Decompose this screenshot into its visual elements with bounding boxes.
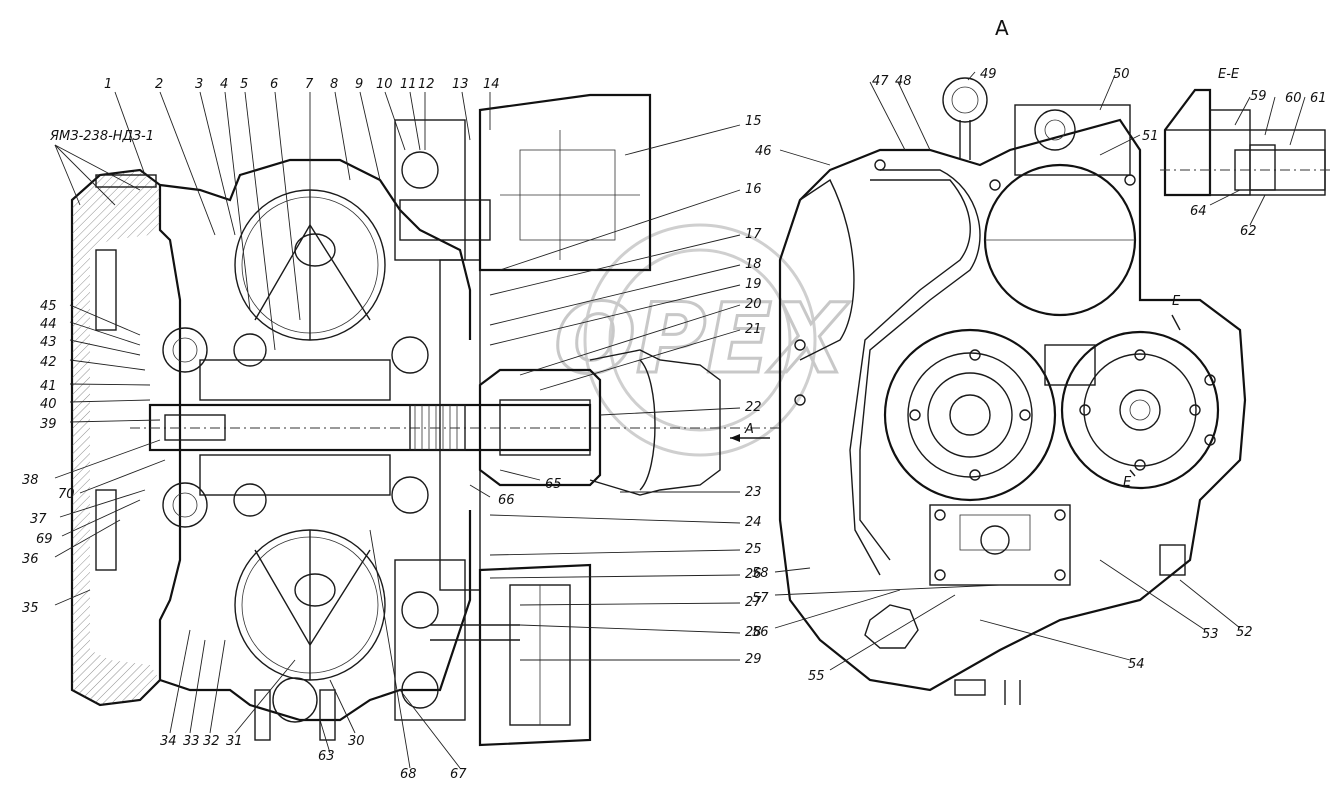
- callout-60: 60: [1285, 91, 1302, 106]
- callout-28: 28: [745, 625, 762, 640]
- callout-19: 19: [745, 277, 762, 292]
- callout-56: 56: [752, 625, 769, 640]
- callout-26: 26: [745, 567, 762, 582]
- model-label: ЯМЗ-238-НДЗ-1: [49, 129, 154, 144]
- callout-58: 58: [752, 566, 769, 581]
- section-e-e-label: Е-Е: [1218, 67, 1240, 82]
- callout-66: 66: [498, 493, 515, 508]
- callout-57: 57: [752, 591, 769, 606]
- callout-36: 36: [22, 552, 39, 567]
- callout-10: 10: [376, 77, 393, 92]
- callout-21: 21: [745, 322, 762, 337]
- callout-20: 20: [745, 297, 762, 312]
- section-mark-bottom: Е: [1123, 475, 1132, 490]
- callout-37: 37: [30, 512, 47, 527]
- sectional-view: А: [70, 93, 780, 747]
- section-mark-top: Е: [1172, 294, 1181, 309]
- callout-7: 7: [305, 77, 314, 92]
- callout-33: 33: [183, 734, 200, 749]
- callout-46: 46: [755, 144, 772, 159]
- callout-15: 15: [745, 114, 762, 129]
- callout-51: 51: [1142, 129, 1159, 144]
- callout-48: 48: [895, 74, 912, 89]
- callout-65: 65: [545, 477, 562, 492]
- callout-27: 27: [745, 595, 762, 610]
- view-a: Е Е: [778, 77, 1247, 705]
- callout-24: 24: [745, 515, 762, 530]
- callout-29: 29: [745, 652, 762, 667]
- callout-34: 34: [160, 734, 177, 749]
- callout-62: 62: [1240, 224, 1257, 239]
- callout-52: 52: [1236, 625, 1253, 640]
- callout-32: 32: [203, 734, 220, 749]
- callout-55: 55: [808, 669, 825, 684]
- callout-49: 49: [980, 67, 997, 82]
- callout-40: 40: [40, 397, 57, 412]
- callout-12: 12: [418, 77, 435, 92]
- callout-16: 16: [745, 182, 762, 197]
- callout-18: 18: [745, 257, 762, 272]
- callout-14: 14: [483, 77, 500, 92]
- callout-17: 17: [745, 227, 762, 242]
- callout-67: 67: [450, 767, 467, 782]
- callout-8: 8: [330, 77, 338, 92]
- callout-41: 41: [40, 379, 57, 394]
- callout-63: 63: [318, 749, 335, 764]
- watermark-gear-logo: OPEX: [553, 223, 851, 457]
- callout-70: 70: [58, 487, 75, 502]
- callout-labels: 1 2 3 4 5 6 7 8 9 10 11 12 13 14 15 16 1…: [22, 67, 1327, 782]
- view-title: А: [995, 16, 1009, 40]
- callout-47: 47: [872, 74, 889, 89]
- callout-35: 35: [22, 601, 39, 616]
- callout-59: 59: [1250, 89, 1267, 104]
- callout-11: 11: [400, 77, 417, 92]
- callout-38: 38: [22, 473, 39, 488]
- callout-13: 13: [452, 77, 469, 92]
- callout-64: 64: [1190, 204, 1207, 219]
- callout-30: 30: [348, 734, 365, 749]
- callout-23: 23: [745, 485, 762, 500]
- leader-lines: [54, 71, 1306, 769]
- callout-3: 3: [195, 77, 203, 92]
- callout-42: 42: [40, 355, 57, 370]
- callout-6: 6: [270, 77, 278, 92]
- callout-25: 25: [745, 542, 762, 557]
- callout-4: 4: [220, 77, 228, 92]
- callout-50: 50: [1113, 67, 1130, 82]
- callout-9: 9: [355, 77, 363, 92]
- watermark-text: OPEX: [554, 283, 850, 395]
- callout-22: 22: [745, 400, 762, 415]
- callout-1: 1: [104, 77, 112, 92]
- callout-45: 45: [40, 299, 57, 314]
- view-arrow-label: А: [744, 422, 754, 437]
- callout-69: 69: [36, 532, 53, 547]
- callout-44: 44: [40, 317, 57, 332]
- callout-31: 31: [226, 734, 243, 749]
- callout-54: 54: [1128, 657, 1145, 672]
- section-e-e: [1160, 88, 1330, 197]
- callout-2: 2: [155, 77, 163, 92]
- callout-5: 5: [240, 77, 248, 92]
- callout-39: 39: [40, 417, 57, 432]
- callout-43: 43: [40, 335, 57, 350]
- callout-61: 61: [1310, 91, 1327, 106]
- callout-53: 53: [1202, 627, 1219, 642]
- callout-68: 68: [400, 767, 417, 782]
